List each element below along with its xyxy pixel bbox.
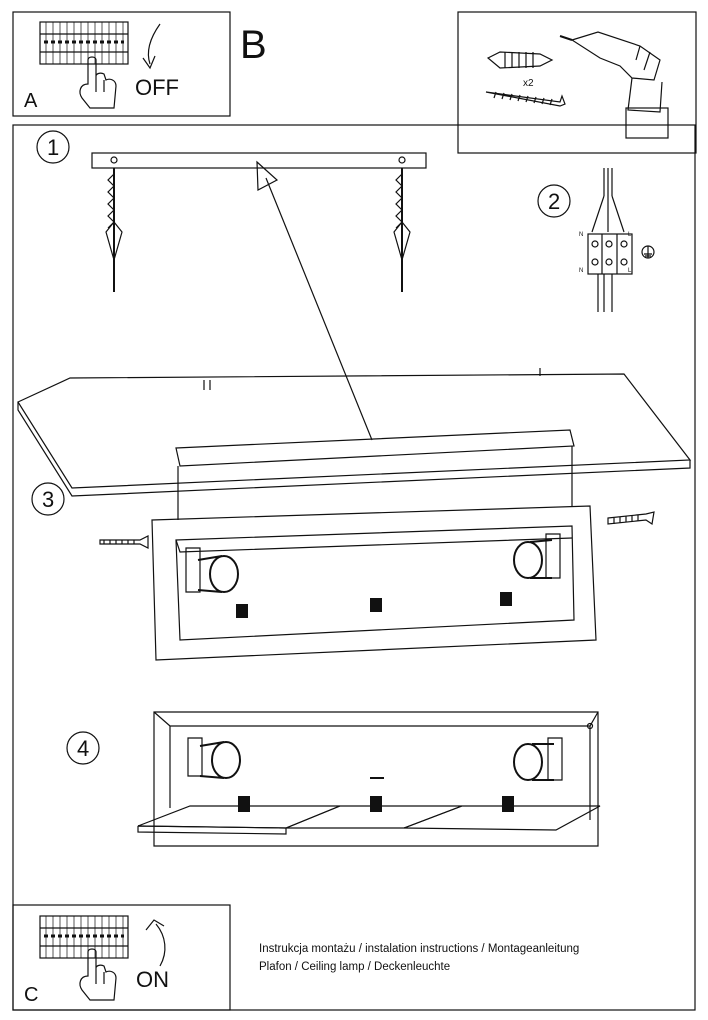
left-fixing-anchor <box>105 156 123 292</box>
step-2-number: 2 <box>548 189 560 214</box>
panel-b-tools: x2 <box>457 11 697 154</box>
spotlight-left-icon <box>185 547 239 593</box>
lamp-socket-5 <box>370 796 382 812</box>
panel-a-switch-off: A OFF <box>12 11 231 117</box>
arrow-to-bracket <box>265 177 373 441</box>
left-side-screw-icon <box>99 535 149 549</box>
spotlight-right-icon <box>513 533 561 579</box>
bracket-on-ceiling <box>175 429 575 467</box>
hand-pointing-icon <box>79 56 117 109</box>
drill-icon <box>559 31 669 139</box>
breaker-box-icon <box>39 21 129 65</box>
lamp-socket-6 <box>502 796 514 812</box>
glass-panels <box>137 805 601 835</box>
lamp-body-step3 <box>151 505 597 661</box>
terminal-block-icon: N L N L <box>579 168 655 312</box>
panel-a-letter: A <box>24 90 38 112</box>
step-4-number: 4 <box>77 736 89 761</box>
quantity-label: x2 <box>523 78 534 89</box>
caption-instructions: Instrukcja montażu / instalation instruc… <box>259 943 580 955</box>
screw-icon <box>485 91 566 107</box>
arrow-down-icon <box>142 23 161 70</box>
lamp-socket-1 <box>236 604 248 618</box>
lamp-socket-2 <box>370 598 382 612</box>
spotlight-right-step4-icon <box>513 737 563 781</box>
terminal-n-bottom: N <box>579 268 583 274</box>
step-3-number: 3 <box>42 487 54 512</box>
terminal-n-top: N <box>579 232 583 238</box>
terminal-l-top: L <box>628 232 632 238</box>
step-3: 3 <box>31 429 655 661</box>
panel-b-letter: B <box>240 23 267 67</box>
lamp-body-step4 <box>153 711 599 847</box>
right-side-screw-icon <box>607 511 655 526</box>
right-fixing-anchor <box>393 156 411 292</box>
breaker-box-icon-c <box>39 915 129 959</box>
caption-product: Plafon / Ceiling lamp / Deckenleuchte <box>259 961 451 973</box>
on-label: ON <box>136 967 169 992</box>
terminal-l-bottom: L <box>628 268 632 274</box>
lamp-socket-3 <box>500 592 512 606</box>
panel-c-letter: C <box>24 984 38 1006</box>
ceiling-slab <box>17 368 692 497</box>
mounting-bracket <box>91 152 427 169</box>
lamp-socket-4 <box>238 796 250 812</box>
page-frame <box>12 124 696 1011</box>
step-1-number: 1 <box>47 135 59 160</box>
spotlight-left-step4-icon <box>187 737 241 779</box>
step-2: 2 N L N L <box>537 168 655 312</box>
wall-plug-icon <box>486 51 554 69</box>
step-4: 4 <box>66 711 601 847</box>
step-1: 1 <box>36 130 427 441</box>
panel-c-switch-on: C ON <box>12 904 231 1011</box>
off-label: OFF <box>135 75 179 100</box>
arrow-up-icon <box>145 919 166 967</box>
hand-pointing-icon-c <box>79 948 117 1001</box>
